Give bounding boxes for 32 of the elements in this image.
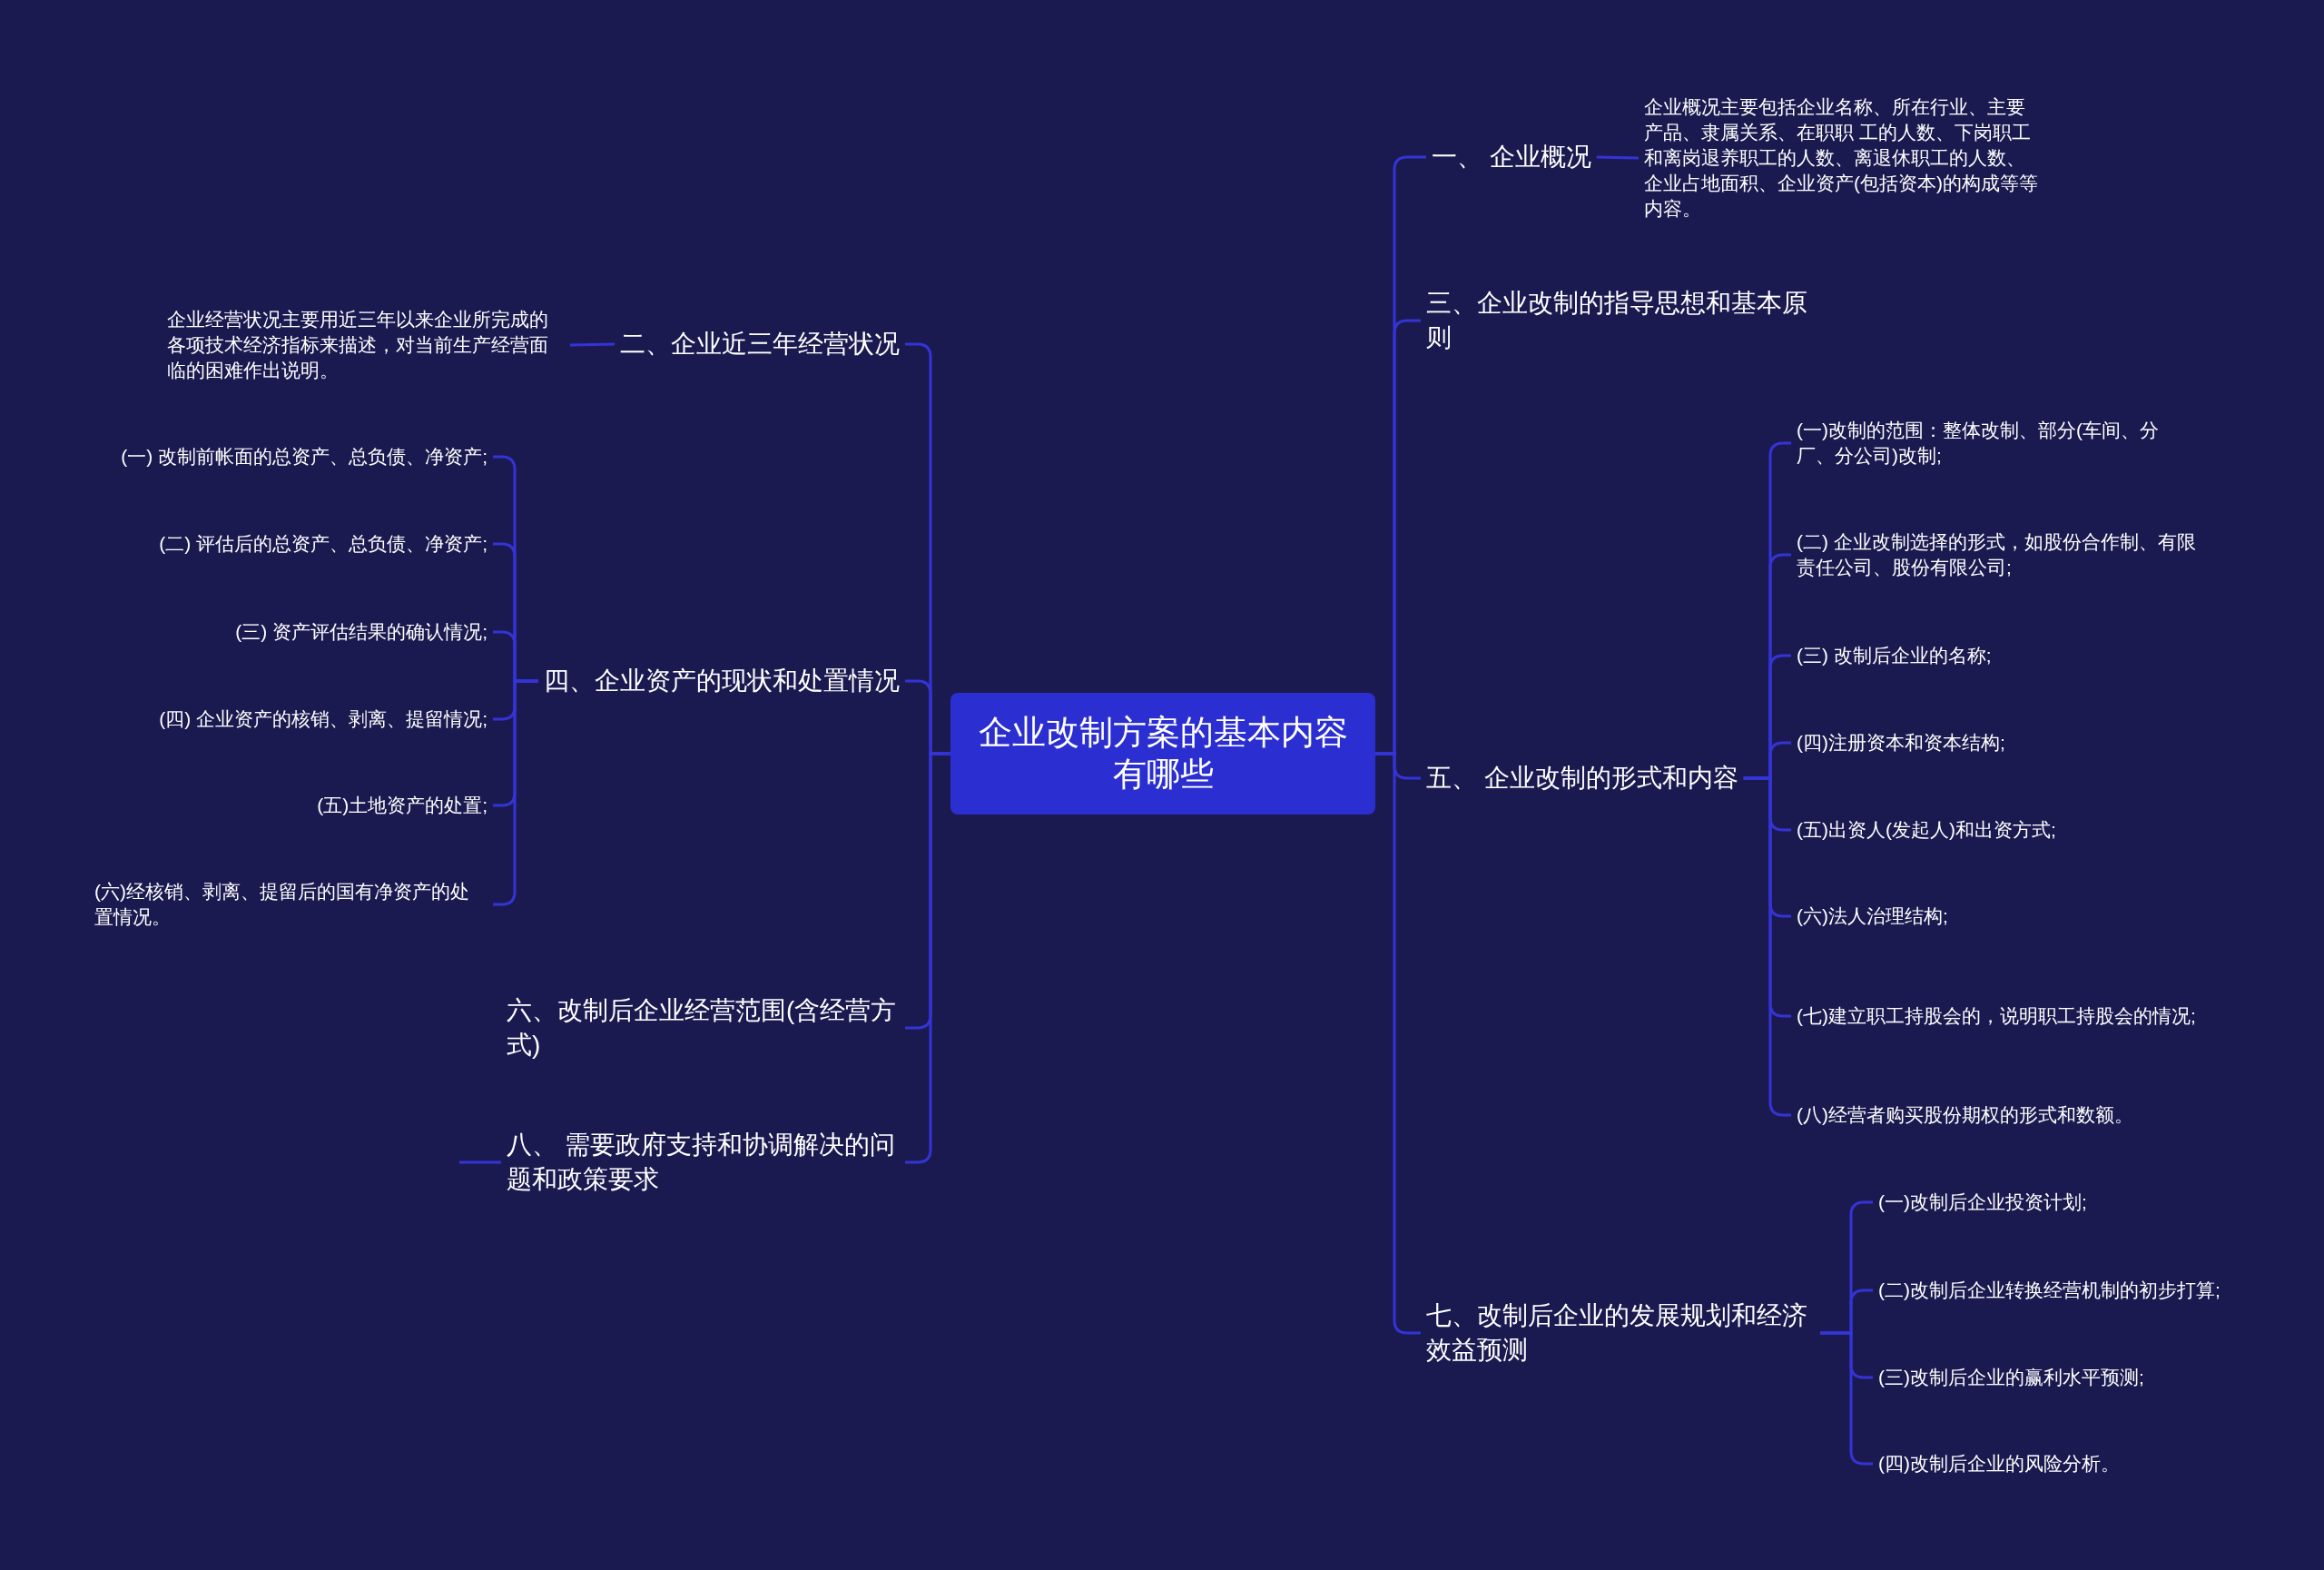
- subtopic-text: (五)出资人(发起人)和出资方式;: [1791, 817, 2062, 843]
- topic-text: 五、 企业改制的形式和内容: [1421, 761, 1744, 795]
- subtopic-text: (五)土地资产的处置;: [311, 793, 493, 818]
- subtopic-text: (二)改制后企业转换经营机制的初步打算;: [1873, 1278, 2226, 1303]
- central-topic-box: 企业改制方案的基本内容有哪些: [950, 693, 1375, 815]
- topic-text: 三、企业改制的指导思想和基本原则: [1421, 286, 1820, 355]
- subtopic-text: (六)经核销、剥离、提留后的国有净资产的处置情况。: [89, 879, 493, 930]
- subtopic-text: (三)改制后企业的赢利水平预测;: [1873, 1365, 2150, 1390]
- subtopic-text: 企业概况主要包括企业名称、所在行业、主要产品、隶属关系、在职职 工的人数、下岗职工和离岗退养职工的人数、离退休职工的人数、企业占地面积、企业资产(包括资本)的构成等等内容。: [1639, 94, 2049, 222]
- subtopic-text: (四) 企业资产的核销、剥离、提留情况;: [153, 706, 493, 732]
- subtopic-text: (二) 企业改制选择的形式，如股份合作制、有限责任公司、股份有限公司;: [1791, 529, 2211, 580]
- subtopic-text: (四)改制后企业的风险分析。: [1873, 1451, 2125, 1476]
- subtopic-text: (一) 改制前帐面的总资产、总负债、净资产;: [115, 444, 493, 469]
- subtopic-text: (一)改制后企业投资计划;: [1873, 1190, 2093, 1215]
- connector-line: [459, 1160, 501, 1164]
- topic-text: 二、企业近三年经营状况: [615, 327, 905, 361]
- topic-text: 四、企业资产的现状和处置情况: [538, 664, 905, 698]
- connector-line: [569, 342, 615, 347]
- subtopic-text: 企业经营状况主要用近三年以来企业所完成的各项技术经济指标来描述，对当前生产经营面临的困难作出说明。: [162, 307, 570, 383]
- topic-text: 八、 需要政府支持和协调解决的问题和政策要求: [501, 1128, 905, 1197]
- subtopic-text: (四)注册资本和资本结构;: [1791, 730, 2011, 755]
- connector-line: [1596, 155, 1640, 160]
- subtopic-text: (八)经营者购买股份期权的形式和数额。: [1791, 1102, 2139, 1128]
- subtopic-text: (三) 改制后企业的名称;: [1791, 643, 1997, 668]
- topic-text: 一、 企业概况: [1426, 140, 1597, 174]
- subtopic-text: (六)法人治理结构;: [1791, 903, 1954, 929]
- subtopic-text: (七)建立职工持股会的，说明职工持股会的情况;: [1791, 1003, 2201, 1029]
- subtopic-text: (一)改制的范围：整体改制、部分(车间、分厂、分公司)改制;: [1791, 418, 2195, 469]
- subtopic-text: (三) 资产评估结果的确认情况;: [230, 619, 493, 645]
- topic-text: 七、改制后企业的发展规划和经济效益预测: [1421, 1298, 1820, 1368]
- subtopic-text: (二) 评估后的总资产、总负债、净资产;: [153, 531, 493, 557]
- topic-text: 六、改制后企业经营范围(含经营方式): [501, 993, 905, 1062]
